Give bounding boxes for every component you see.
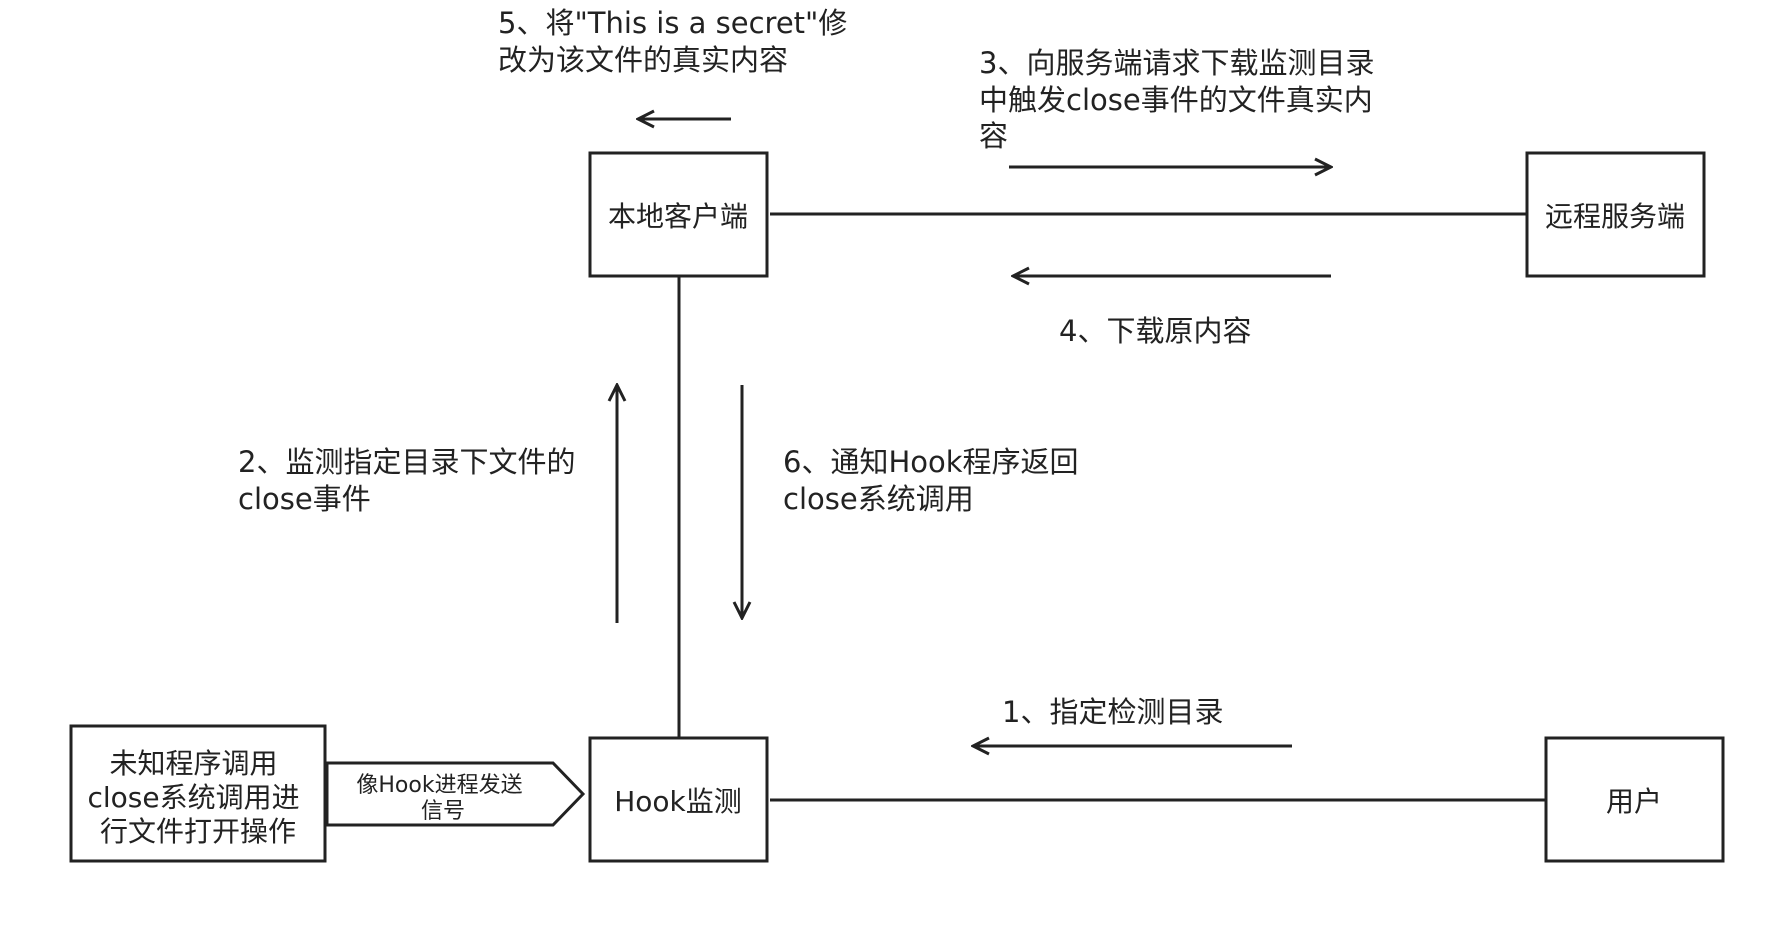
hook-monitor-box (588, 736, 769, 863)
remote-server-box (1525, 151, 1706, 278)
unknown-program-line-3: 行文件打开操作 (100, 815, 296, 848)
step3-line-3: 容 (979, 119, 1008, 153)
step5-label: 5、将"This is a secret"修 改为该文件的真实内容 (498, 6, 857, 77)
step6-line-2: close系统调用 (783, 482, 974, 516)
step3-label: 3、向服务端请求下载监测目录 中触发close事件的文件真实内 容 (979, 46, 1384, 153)
remote-server-label: 远程服务端 (1545, 200, 1685, 233)
unknown-program-line-2: close系统调用进 (87, 781, 299, 814)
step2-label: 2、监测指定目录下文件的 close事件 (238, 445, 585, 516)
hook-monitor-label: Hook监测 (614, 785, 742, 818)
signal-arrow-shape (325, 761, 586, 827)
user-box (1544, 736, 1725, 863)
unknown-program-label: 未知程序调用 close系统调用进 行文件打开操作 (87, 747, 308, 848)
step5-line-2: 改为该文件的真实内容 (498, 43, 788, 77)
step6-label: 6、通知Hook程序返回 close系统调用 (783, 445, 1088, 516)
step6-line-1: 6、通知Hook程序返回 (783, 445, 1079, 479)
step3-line-1: 3、向服务端请求下载监测目录 (979, 46, 1374, 80)
signal-label-line-1: 像Hook进程发送 (356, 773, 522, 798)
unknown-program-box (69, 724, 327, 863)
step5-line-1: 5、将"This is a secret"修 (498, 6, 847, 40)
step2-line-1: 2、监测指定目录下文件的 (238, 445, 575, 479)
local-client-label: 本地客户端 (608, 200, 748, 233)
local-client-box (588, 151, 769, 278)
step4-line-1: 4、下载原内容 (1059, 314, 1251, 348)
signal-label: 像Hook进程发送 信号 (356, 773, 529, 824)
step1-label: 1、指定检测目录 (1002, 695, 1223, 729)
step4-label: 4、下载原内容 (1059, 314, 1251, 348)
unknown-program-line-1: 未知程序调用 (110, 747, 278, 780)
step1-line-1: 1、指定检测目录 (1002, 695, 1223, 729)
step3-line-2: 中触发close事件的文件真实内 (979, 83, 1373, 117)
step2-line-2: close事件 (238, 482, 371, 516)
signal-label-line-2: 信号 (421, 799, 465, 824)
user-label: 用户 (1606, 785, 1662, 818)
